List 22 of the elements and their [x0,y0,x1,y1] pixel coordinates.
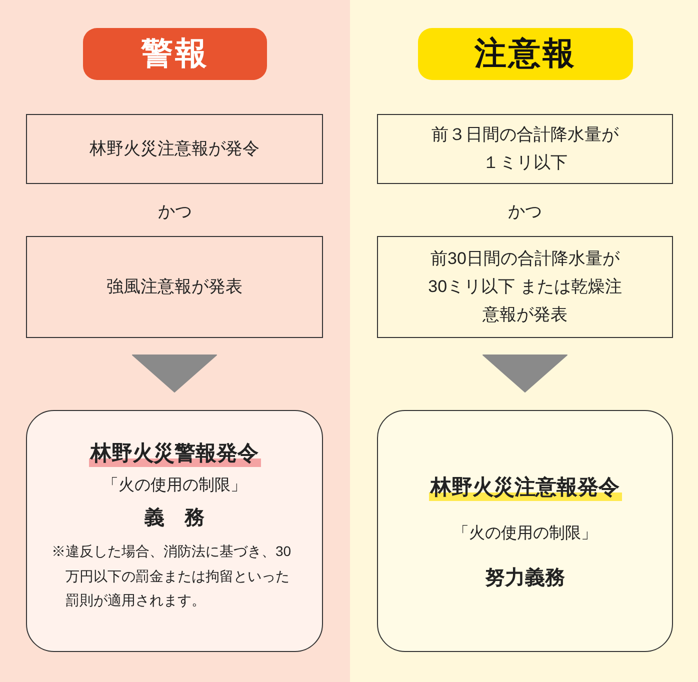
note-text: ※違反した場合、消防法に基づき、30万円以下の罰金または拘留といった罰則が適用されます。 [52,542,292,610]
down-arrow [132,354,217,392]
header-pill: 警報 [83,28,267,80]
result-box [377,410,673,652]
condition-text: 前30日間の合計降水量が30ミリ以下 または乾燥注意報が発表 [427,248,623,326]
condition-text: 強風注意報が発表 [106,276,244,298]
condition-box [26,236,323,338]
obligation-text: 義 務 [144,506,204,531]
obligation-text: 努力義務 [485,566,565,591]
connector-word: かつ [157,201,193,223]
restriction-text: 「火の使用の制限」 [453,524,597,544]
highlighted-heading: 林野火災警報発令 [88,439,260,467]
connector-word: かつ [507,201,543,223]
header-pill: 注意報 [418,28,633,80]
condition-text: 前３日間の合計降水量が１ミリ以下 [430,124,620,174]
restriction-text: 「火の使用の制限」 [102,476,246,496]
condition-box [377,114,673,184]
condition-text: 林野火災注意報が発令 [88,138,260,160]
result-box [26,410,323,652]
condition-box [26,114,323,184]
condition-box [377,236,673,338]
down-arrow [482,354,568,392]
